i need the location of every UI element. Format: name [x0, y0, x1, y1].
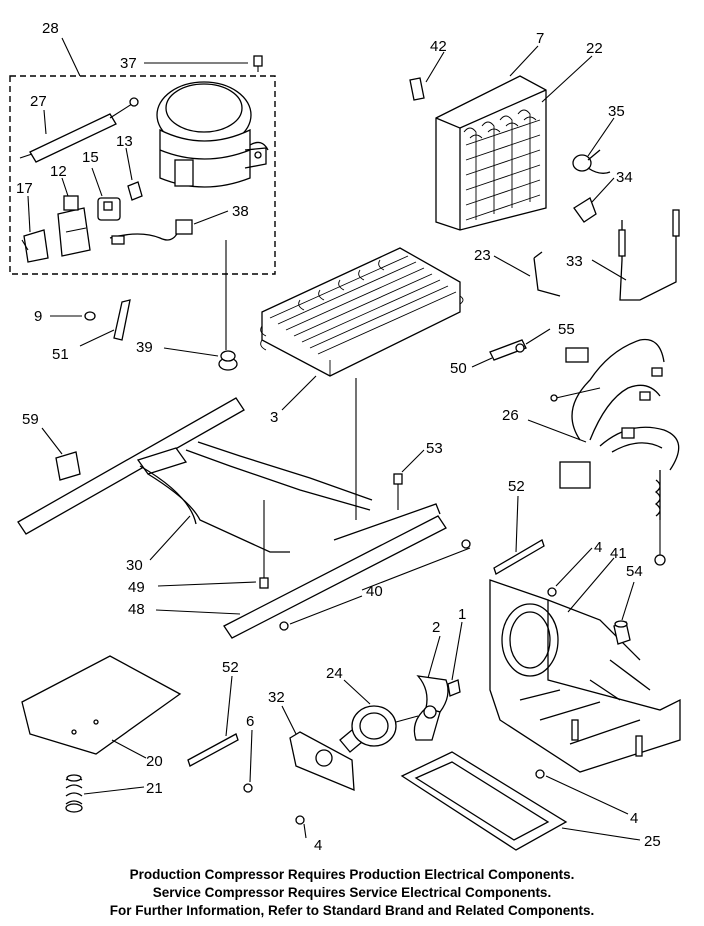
callout-40: 40: [366, 583, 383, 600]
clip-34: [573, 197, 597, 223]
callout-55: 55: [558, 321, 575, 338]
callout-21: 21: [146, 780, 163, 797]
callout-48: 48: [128, 601, 145, 618]
plug-9: [84, 311, 96, 321]
fan-blade-2: [413, 675, 449, 741]
callout-35: 35: [608, 103, 625, 120]
drain-pan-25: [400, 751, 568, 851]
screw-4-middle: [535, 769, 545, 779]
callout-13: 13: [116, 133, 133, 150]
callout-38: 38: [232, 203, 249, 220]
callout-41: 41: [610, 545, 627, 562]
screw-53: [393, 473, 403, 510]
callout-12: 12: [50, 163, 67, 180]
capacitor-17: [21, 229, 49, 263]
callout-54: 54: [626, 563, 643, 580]
callout-4-upper: 4: [594, 539, 602, 556]
callout-1: 1: [458, 606, 466, 623]
start-device-12: [57, 195, 91, 257]
footnote-further-info: For Further Information, Refer to Standa…: [109, 903, 595, 918]
callout-27: 27: [30, 93, 47, 110]
callout-4-lower: 4: [314, 837, 322, 854]
callout-7: 7: [536, 30, 544, 47]
callout-6: 6: [246, 713, 254, 730]
thermistor-35: [572, 149, 611, 174]
callout-53: 53: [426, 440, 443, 457]
callout-52-lower: 52: [222, 659, 239, 676]
spring-21: [65, 774, 83, 813]
callout-39: 39: [136, 339, 153, 356]
clip-59: [55, 451, 81, 481]
fan-motor-24: [339, 705, 419, 753]
callout-30: 30: [126, 557, 143, 574]
screw-40-a: [461, 539, 471, 549]
compressor: [156, 81, 269, 188]
cover-plate-20: [21, 655, 182, 755]
bracket-23: [533, 251, 561, 297]
callout-2: 2: [432, 619, 440, 636]
relay-15: [97, 197, 121, 221]
retainer-1: [447, 679, 461, 697]
callout-24: 24: [326, 665, 343, 682]
screw-6: [243, 783, 253, 793]
callout-20: 20: [146, 753, 163, 770]
callout-32: 32: [268, 689, 285, 706]
callout-37: 37: [120, 55, 137, 72]
clip-42: [409, 77, 425, 101]
fan-bracket-41: [489, 579, 681, 773]
clip-13: [127, 181, 143, 201]
screw-52-upper: [493, 539, 545, 575]
screw-52-lower: [187, 733, 239, 767]
screw-37: [253, 55, 263, 72]
motor-bracket-32: [289, 731, 355, 792]
callout-51: 51: [52, 346, 69, 363]
drain-tubes-33: [618, 209, 680, 301]
callout-17: 17: [16, 180, 33, 197]
leader-lines: [27, 37, 641, 841]
harness-38: [109, 219, 193, 245]
callout-28: 28: [42, 20, 59, 37]
callout-15: 15: [82, 149, 99, 166]
condenser-coil-22: [463, 109, 541, 221]
footnote-production: Production Compressor Requires Productio…: [129, 867, 575, 882]
compressor-kit-outline: [9, 75, 276, 275]
callout-52-upper: 52: [508, 478, 525, 495]
callout-49: 49: [128, 579, 145, 596]
callout-42: 42: [430, 38, 447, 55]
screw-40-b: [279, 621, 289, 631]
fitting-54: [613, 620, 631, 645]
footnote-service: Service Compressor Requires Service Elec…: [152, 885, 552, 900]
callout-23: 23: [474, 247, 491, 264]
callout-59: 59: [22, 411, 39, 428]
rail-30: [17, 397, 373, 553]
rail-48: [223, 503, 447, 639]
callout-33: 33: [566, 253, 583, 270]
callout-50: 50: [450, 360, 467, 377]
condenser-7: [435, 75, 547, 231]
callout-25: 25: [644, 833, 661, 850]
callout-34: 34: [616, 169, 633, 186]
callout-labels: 28 37 27 13 15 12 17 38 42 7 22 35 34 23…: [16, 20, 661, 854]
screw-49: [259, 577, 269, 589]
callout-3: 3: [270, 409, 278, 426]
screw-4-upper: [547, 587, 557, 597]
callout-26: 26: [502, 407, 519, 424]
overload-tube-27: [19, 97, 139, 163]
grommet-39: [218, 350, 238, 371]
screw-4-lower: [295, 815, 305, 825]
callout-9: 9: [34, 308, 42, 325]
evaporator-coil-3: [260, 247, 464, 377]
callout-4-middle: 4: [630, 810, 638, 827]
callout-22: 22: [586, 40, 603, 57]
tube-51: [113, 299, 131, 341]
screw-55: [515, 343, 525, 353]
wiring-harness-26: [550, 338, 680, 566]
